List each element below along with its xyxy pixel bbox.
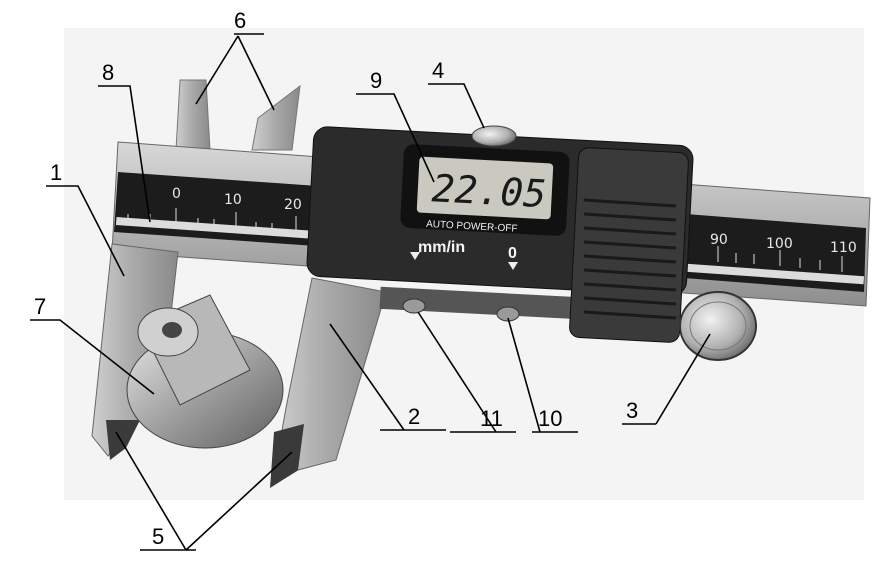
tick-label-0: 0: [172, 186, 181, 202]
lcd-screen: [416, 156, 554, 220]
callout-3: 3: [626, 398, 638, 423]
scale-ticks-right: [685, 246, 865, 285]
arrow-icon: [410, 252, 420, 260]
zero-button-label: 0: [508, 245, 517, 262]
unit-button-label: mm/in: [418, 239, 465, 256]
upper-jaw-movable: [251, 84, 301, 151]
callout-1: 1: [50, 160, 62, 185]
tick-label-110: 110: [830, 240, 857, 256]
grip-ridges: [583, 198, 677, 320]
slider-lower: [379, 286, 581, 320]
leader-lines: [30, 33, 711, 551]
callout-2: 2: [408, 404, 420, 429]
callout-8: 8: [102, 60, 114, 85]
lcd-reading: 22.05: [431, 166, 548, 216]
part-bore: [162, 322, 182, 338]
mode-button-11: [402, 298, 426, 314]
callout-4: 4: [432, 58, 444, 83]
tick-label-20: 20: [284, 197, 302, 213]
callout-9: 9: [370, 68, 382, 93]
auto-power-label: AUTO POWER-OFF: [426, 219, 518, 235]
mode-button-10: [496, 306, 520, 322]
locking-screw: [471, 125, 517, 147]
callout-6: 6: [234, 8, 246, 33]
callout-10: 10: [538, 406, 562, 431]
tick-label-90: 90: [710, 232, 728, 248]
callout-7: 7: [34, 294, 46, 319]
callout-11: 11: [480, 406, 503, 431]
tick-label-100: 100: [766, 236, 793, 252]
arrow-icon: [508, 262, 518, 270]
scale-ticks-left: [115, 208, 317, 239]
jaw-tip-fixed: [106, 420, 140, 460]
wheel-face: [689, 301, 747, 351]
callout-5: 5: [152, 524, 164, 549]
tick-label-10: 10: [224, 192, 242, 208]
